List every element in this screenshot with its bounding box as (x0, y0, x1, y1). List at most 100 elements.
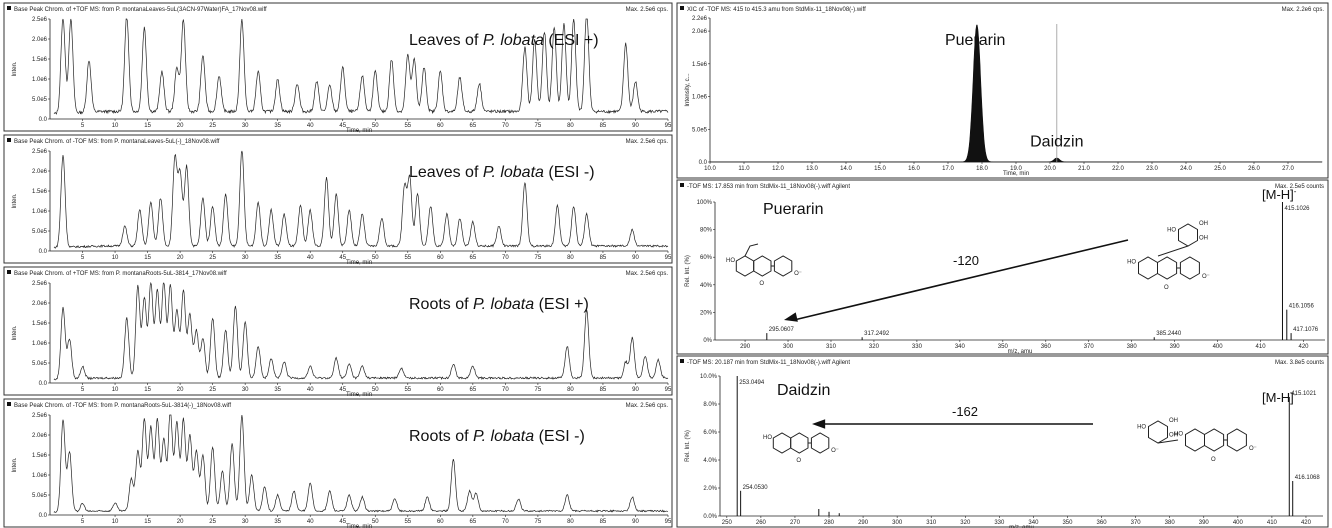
panel-header: Base Peak Chrom. of -TOF MS: from P. mon… (14, 139, 220, 145)
y-axis-label: Intensity, c... (685, 73, 691, 107)
x-tick-label: 320 (869, 344, 880, 350)
ion-label: [M-H]- (1262, 187, 1297, 202)
peak-mz-label: 417.1076 (1293, 327, 1319, 333)
x-tick-label: 85 (600, 255, 607, 261)
y-tick-label: 40% (700, 283, 713, 289)
y-tick-label: 100% (697, 200, 713, 206)
x-tick-label: 60 (437, 519, 444, 525)
x-tick-label: 24.0 (1180, 166, 1192, 172)
peak-label-puerarin: Puerarin (945, 32, 1005, 49)
x-tick-label: 45 (339, 519, 346, 525)
x-tick-label: 25 (209, 387, 216, 393)
y-tick-label: 0.0 (39, 513, 48, 519)
y-tick-label: 80% (700, 228, 713, 234)
y-tick-label: 0.0 (39, 381, 48, 387)
x-tick-label: 80 (567, 519, 574, 525)
panel-frame (676, 355, 1329, 528)
x-tick-label: 25 (209, 123, 216, 129)
x-tick-label: 340 (1028, 520, 1039, 526)
structure-ring-b (810, 432, 830, 454)
x-tick-label: 35 (274, 123, 281, 129)
max-label: Max. 2.5e6 cps. (626, 271, 669, 277)
xic-trace (709, 24, 1323, 163)
peak-mz-label: 254.0530 (743, 485, 769, 491)
x-tick-label: 30 (242, 519, 249, 525)
structure-bond (1157, 439, 1179, 444)
panel-header: -TOF MS: 17.853 min from StdMix-11_18Nov… (687, 184, 850, 190)
y-tick-label: 1.0e6 (32, 77, 48, 83)
x-tick-label: 80 (567, 387, 574, 393)
x-tick-label: 380 (1127, 344, 1138, 350)
y-tick-label: 4.0% (703, 458, 717, 464)
x-tick-label: 30 (242, 123, 249, 129)
structure-label-oh: OH (1169, 432, 1178, 438)
y-tick-label: 0.0 (699, 160, 708, 166)
y-tick-label: 5.0e5 (692, 127, 708, 133)
x-axis-label: Time, min (1003, 171, 1029, 177)
x-tick-label: 70 (502, 255, 509, 261)
structure-label-o-minus: O⁻ (1202, 274, 1210, 280)
structure-label-oh: HO (1174, 432, 1183, 438)
y-tick-label: 0.0% (703, 514, 717, 520)
structure-label-oh: HO (726, 258, 735, 264)
structure-label-carbonyl: O (1211, 457, 1216, 463)
x-tick-label: 410 (1267, 520, 1278, 526)
panel-annotation: Roots of P. lobata (ESI -) (409, 428, 585, 445)
x-tick-label: 60 (437, 123, 444, 129)
structure-side-chain (744, 243, 759, 257)
x-tick-label: 75 (535, 255, 542, 261)
y-tick-label: 5.0e5 (32, 361, 48, 367)
x-tick-label: 70 (502, 387, 509, 393)
annotation-species: P. lobata (483, 32, 544, 49)
structure-label-o-minus: O⁻ (1249, 446, 1257, 452)
x-tick-label: 420 (1301, 520, 1312, 526)
peak-label-daidzin: Daidzin (1030, 134, 1083, 151)
peak-mz-label: 415.1021 (1291, 391, 1317, 397)
x-tick-label: 280 (824, 520, 835, 526)
structure-label-o-minus: O⁻ (831, 448, 839, 454)
structure-label-carbonyl: O (796, 458, 801, 464)
x-tick-label: 21.0 (1078, 166, 1090, 172)
structure-label-oh: HO (1127, 260, 1136, 266)
annotation-mode: (ESI -) (544, 164, 595, 181)
peak-mz-label: 317.2492 (864, 331, 890, 337)
x-tick-label: 90 (632, 387, 639, 393)
peak-mz-label: 416.1056 (1289, 304, 1315, 310)
x-tick-label: 10 (112, 123, 119, 129)
x-tick-label: 350 (998, 344, 1009, 350)
x-tick-label: 50 (372, 255, 379, 261)
x-tick-label: 370 (1084, 344, 1095, 350)
annotation-species: P. lobata (483, 164, 544, 181)
x-tick-label: 90 (632, 123, 639, 129)
y-tick-label: 2.2e6 (692, 16, 708, 22)
x-tick-label: 11.0 (738, 166, 750, 172)
x-tick-label: 80 (567, 255, 574, 261)
ion-label-text: [M-H] (1262, 390, 1294, 405)
structure-label-carbonyl: O (1164, 285, 1169, 291)
x-tick-label: 50 (372, 387, 379, 393)
x-tick-label: 5 (81, 387, 85, 393)
x-tick-label: 75 (535, 519, 542, 525)
x-tick-label: 20 (177, 387, 184, 393)
x-tick-label: 90 (632, 255, 639, 261)
x-tick-label: 300 (783, 344, 794, 350)
structure-label-oh: HO (763, 435, 772, 441)
neutral-loss-label: -120 (953, 253, 979, 268)
structure-label-oh: OH (1199, 235, 1208, 241)
peak-mz-label: 253.0494 (739, 380, 765, 386)
x-tick-label: 45 (339, 123, 346, 129)
x-tick-label: 80 (567, 123, 574, 129)
x-axis-label: Time, min (346, 392, 372, 398)
y-axis-label: Inten. (12, 61, 18, 76)
x-tick-label: 360 (1041, 344, 1052, 350)
annotation-species: P. lobata (473, 296, 534, 313)
x-tick-label: 55 (404, 123, 411, 129)
panel-7: -TOF MS: 20.187 min from StdMix-11_18Nov… (676, 355, 1329, 528)
chromatogram-trace (53, 414, 669, 513)
x-tick-label: 95 (665, 519, 672, 525)
y-tick-label: 5.0e5 (32, 493, 48, 499)
panel-4: Base Peak Chrom. of -TOF MS: from P. mon… (3, 398, 673, 528)
x-tick-label: 10 (112, 519, 119, 525)
y-tick-label: 5.0e5 (32, 97, 48, 103)
x-tick-label: 14.0 (840, 166, 852, 172)
